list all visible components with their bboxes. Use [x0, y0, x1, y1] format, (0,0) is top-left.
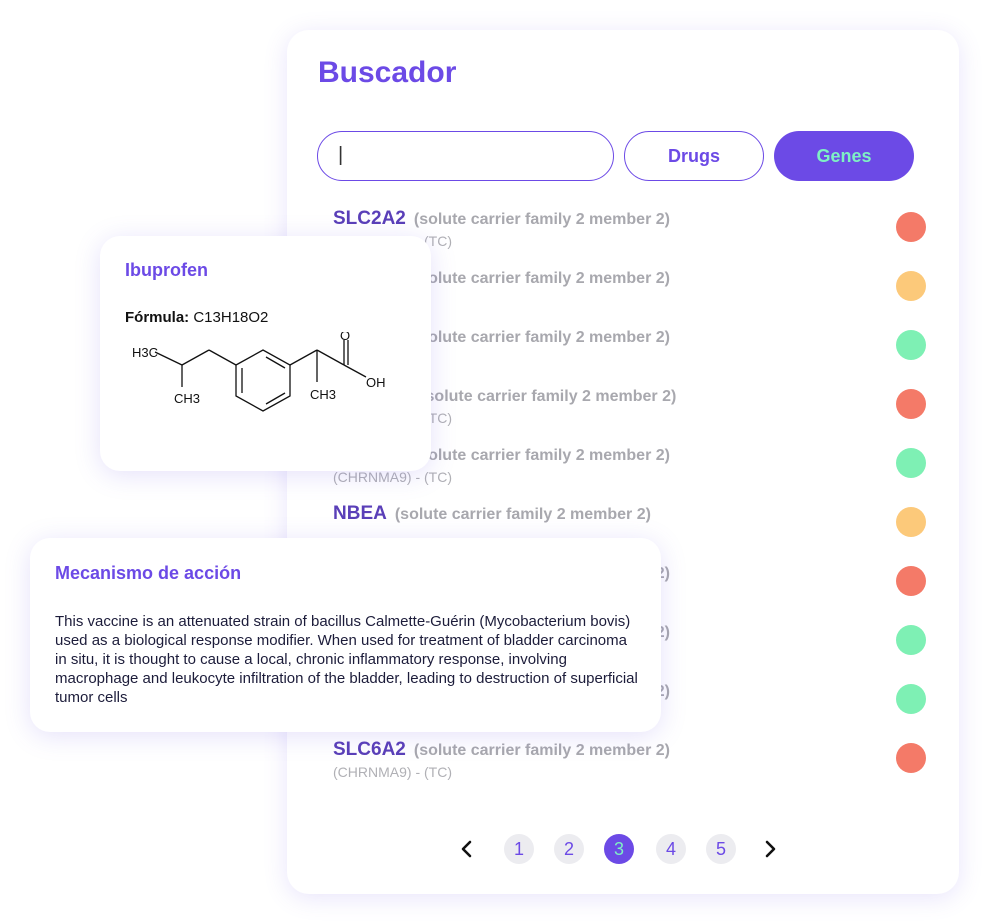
page-2-button[interactable]: 2 [554, 834, 584, 864]
chevron-left-icon [461, 840, 472, 858]
status-indicator [896, 448, 926, 478]
status-indicator [896, 625, 926, 655]
page-title: Buscador [318, 56, 457, 89]
mechanism-card: Mecanismo de acción This vaccine is an a… [30, 538, 661, 732]
prev-page-button[interactable] [455, 835, 479, 863]
drug-name: Ibuprofen [125, 260, 208, 280]
gene-description: (solute carrier family 2 member 2) [413, 742, 670, 759]
status-indicator [896, 684, 926, 714]
page-1-button[interactable]: 1 [504, 834, 534, 864]
search-input-wrapper[interactable] [317, 131, 614, 181]
gene-description: (solute carrier family 2 member 2) [394, 506, 651, 523]
gene-description: (solute carrier family 2 member 2) [413, 270, 670, 287]
status-indicator [896, 389, 926, 419]
ch3-label-a: CH3 [174, 391, 200, 406]
formula-line: Fórmula: C13H18O2 [125, 309, 268, 326]
gene-name[interactable]: SLC2A2 [333, 208, 406, 229]
h3c-label: H3C [132, 345, 158, 360]
drug-card: Ibuprofen Fórmula: C13H18O2 [100, 236, 431, 471]
gene-subtitle: (CHRNMA9) - (TC) [333, 469, 452, 485]
pagination: 1 2 3 4 5 [287, 832, 959, 866]
status-indicator [896, 743, 926, 773]
status-indicator [896, 271, 926, 301]
gene-title-line: SLC6A2 (solute carrier family 2 member 2) [333, 739, 913, 761]
formula-label: Fórmula: [125, 309, 190, 326]
gene-title-line: NBEA (solute carrier family 2 member 2) [333, 503, 913, 525]
page-3-button[interactable]: 3 [604, 834, 634, 864]
gene-subtitle: (CHRNMA9) - (TC) [333, 764, 452, 780]
formula-value: C13H18O2 [193, 309, 269, 326]
mechanism-title: Mecanismo de acción [55, 563, 242, 583]
genes-tab-button[interactable]: Genes [774, 131, 914, 181]
gene-title-line: SLC2A2 (solute carrier family 2 member 2) [333, 208, 913, 230]
page-4-button[interactable]: 4 [656, 834, 686, 864]
oxygen-label: O [340, 332, 350, 343]
mechanism-text: This vaccine is an attenuated strain of … [55, 613, 638, 706]
gene-description: (solute carrier family 2 member 2) [413, 329, 670, 346]
gene-description: (solute carrier family 2 member 2) [413, 447, 670, 464]
status-indicator [896, 330, 926, 360]
gene-name[interactable]: NBEA [333, 503, 387, 524]
oh-label: OH [366, 375, 386, 390]
gene-description: (solute carrier family 2 member 2) [413, 211, 670, 228]
status-indicator [896, 507, 926, 537]
status-indicator [896, 212, 926, 242]
status-indicator [896, 566, 926, 596]
drugs-tab-button[interactable]: Drugs [624, 131, 764, 181]
gene-row[interactable]: NBEA (solute carrier family 2 member 2) [333, 503, 926, 562]
chevron-right-icon [765, 840, 776, 858]
gene-description: (solute carrier family 2 member 2) [420, 388, 677, 405]
ch3-label-b: CH3 [310, 387, 336, 402]
next-page-button[interactable] [758, 835, 782, 863]
molecular-structure-diagram: H3C CH3 O OH CH3 [132, 332, 386, 412]
page-5-button[interactable]: 5 [706, 834, 736, 864]
gene-name[interactable]: SLC6A2 [333, 739, 406, 760]
search-input[interactable] [338, 144, 588, 167]
gene-row[interactable]: SLC6A2 (solute carrier family 2 member 2)… [333, 739, 926, 798]
